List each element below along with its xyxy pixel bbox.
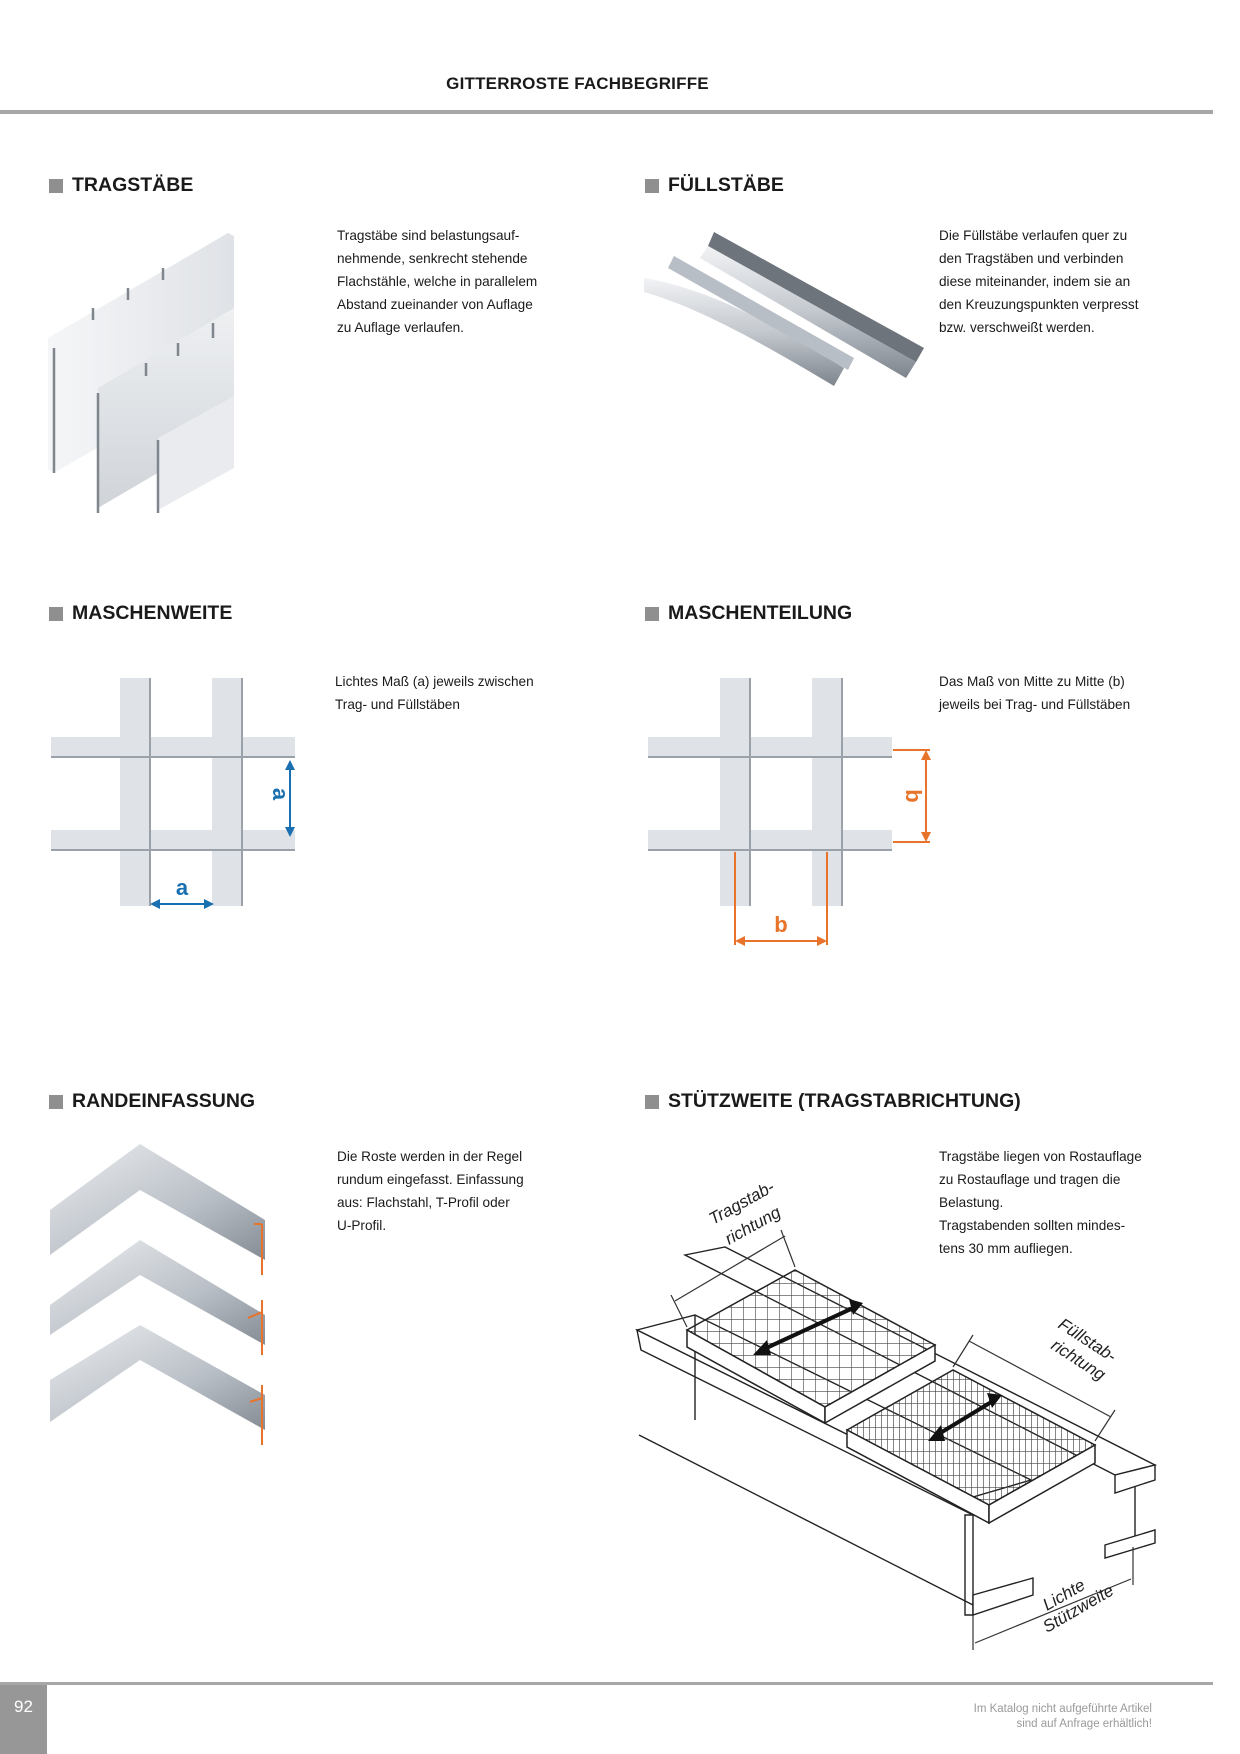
dimension-a-horizontal: a	[176, 875, 189, 900]
dimension-b-vertical: b	[901, 789, 926, 802]
heading-bullet	[49, 178, 63, 193]
heading-bullet	[645, 1094, 659, 1109]
section-heading-stuetzweite: STÜTZWEITE (TRAGSTABRICHTUNG)	[645, 1090, 1021, 1113]
tragstaebe-image	[48, 233, 234, 513]
section-text-stuetzweite: Tragstäbe liegen von Rostauflage zu Rost…	[939, 1149, 1142, 1256]
heading-bullet	[645, 606, 659, 621]
page-number: 92	[0, 1685, 47, 1754]
heading-bullet	[49, 1094, 63, 1109]
heading-text: MASCHENWEITE	[72, 602, 233, 624]
header-divider	[0, 110, 1213, 114]
section-text-randeinfassung: Die Roste werden in der Regel rundum ein…	[337, 1149, 524, 1233]
fuellstaebe-image	[644, 232, 924, 386]
heading-text: FÜLLSTÄBE	[668, 174, 784, 196]
section-text-tragstaebe: Tragstäbe sind belastungsauf- nehmende, …	[337, 228, 538, 335]
footer-divider	[0, 1682, 1213, 1685]
section-heading-randeinfassung: RANDEINFASSUNG	[49, 1090, 255, 1113]
heading-text: MASCHENTEILUNG	[668, 602, 853, 624]
section-text-maschenteilung: Das Maß von Mitte zu Mitte (b) jeweils b…	[939, 674, 1131, 712]
page-title: GITTERROSTE FACHBEGRIFFE	[446, 74, 709, 93]
heading-bullet	[645, 178, 659, 193]
heading-text: TRAGSTÄBE	[72, 174, 194, 196]
heading-bullet	[49, 606, 63, 621]
section-heading-maschenteilung: MASCHENTEILUNG	[645, 602, 852, 625]
stuetzweite-diagram: Tragstab- richtung Füllstab- richtung Li…	[635, 1177, 1157, 1650]
section-heading-tragstaebe: TRAGSTÄBE	[49, 174, 193, 197]
heading-text: STÜTZWEITE (TRAGSTABRICHTUNG)	[668, 1090, 1021, 1112]
section-heading-maschenweite: MASCHENWEITE	[49, 602, 232, 625]
heading-text: RANDEINFASSUNG	[72, 1090, 256, 1112]
section-heading-fuellstaebe: FÜLLSTÄBE	[645, 174, 784, 197]
footer-note: Im Katalog nicht aufgeführte Artikel sin…	[973, 1703, 1152, 1730]
section-text-fuellstaebe: Die Füllstäbe verlaufen quer zu den Trag…	[939, 228, 1139, 335]
dimension-b-horizontal: b	[774, 912, 787, 937]
randeinfassung-image	[50, 1144, 265, 1445]
section-text-maschenweite: Lichtes Maß (a) jeweils zwischen Trag- u…	[335, 674, 534, 712]
maschenweite-diagram: a a	[51, 678, 295, 909]
maschenteilung-diagram: b b	[648, 678, 931, 946]
dimension-a-vertical: a	[268, 788, 293, 801]
